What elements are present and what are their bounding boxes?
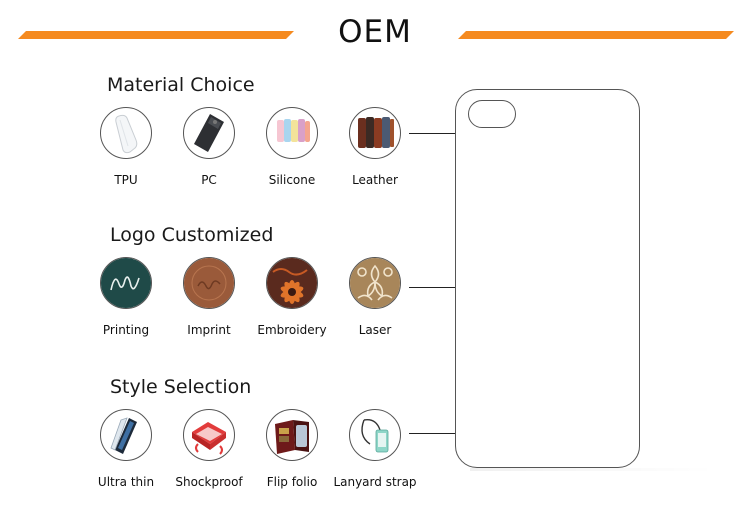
- connector-line-logo: [409, 287, 470, 288]
- logo-item-printing[interactable]: Printing: [81, 257, 171, 337]
- style-label: Lanyard strap: [333, 475, 417, 489]
- logo-label: Laser: [358, 323, 392, 337]
- logo-item-laser[interactable]: Laser: [330, 257, 420, 337]
- style-label: Ultra thin: [97, 475, 155, 489]
- material-item-pc[interactable]: PC: [164, 107, 254, 187]
- header-accent-bar-left: [18, 31, 294, 39]
- shockproof-case-icon: [183, 409, 235, 461]
- embroidery-sample-icon: [266, 257, 318, 309]
- printing-sample-icon: [100, 257, 152, 309]
- logo-label: Embroidery: [257, 323, 327, 337]
- imprint-sample-icon: [183, 257, 235, 309]
- logo-item-embroidery[interactable]: Embroidery: [247, 257, 337, 337]
- material-label: PC: [201, 173, 217, 187]
- header-accent-bar-right: [458, 31, 734, 39]
- camera-cutout: [468, 100, 516, 128]
- tpu-case-icon: [100, 107, 152, 159]
- style-label: Shockproof: [175, 475, 243, 489]
- material-label: TPU: [114, 173, 138, 187]
- logo-item-imprint[interactable]: Imprint: [164, 257, 254, 337]
- connector-line-style: [409, 433, 470, 434]
- leather-cases-icon: [349, 107, 401, 159]
- style-item-lanyard-strap[interactable]: Lanyard strap: [330, 409, 420, 489]
- section-title-logo-customized: Logo Customized: [110, 224, 274, 246]
- material-label: Silicone: [268, 173, 316, 187]
- pc-case-icon: [183, 107, 235, 159]
- style-item-ultra-thin[interactable]: Ultra thin: [81, 409, 171, 489]
- material-item-leather[interactable]: Leather: [330, 107, 420, 187]
- style-item-shockproof[interactable]: Shockproof: [164, 409, 254, 489]
- logo-label: Printing: [102, 323, 150, 337]
- logo-label: Imprint: [187, 323, 231, 337]
- material-item-silicone[interactable]: Silicone: [247, 107, 337, 187]
- lanyard-strap-case-icon: [349, 409, 401, 461]
- material-label: Leather: [352, 173, 398, 187]
- phone-shadow: [470, 468, 715, 471]
- style-item-flip-folio[interactable]: Flip folio: [247, 409, 337, 489]
- page-title: OEM: [338, 14, 412, 50]
- laser-sample-icon: [349, 257, 401, 309]
- material-item-tpu[interactable]: TPU: [81, 107, 171, 187]
- section-title-material-choice: Material Choice: [107, 74, 255, 96]
- ultra-thin-case-icon: [100, 409, 152, 461]
- connector-line-material: [409, 133, 470, 134]
- section-title-style-selection: Style Selection: [110, 376, 252, 398]
- flip-folio-case-icon: [266, 409, 318, 461]
- silicone-cases-icon: [266, 107, 318, 159]
- style-label: Flip folio: [266, 475, 318, 489]
- phone-case-outline: [455, 89, 640, 468]
